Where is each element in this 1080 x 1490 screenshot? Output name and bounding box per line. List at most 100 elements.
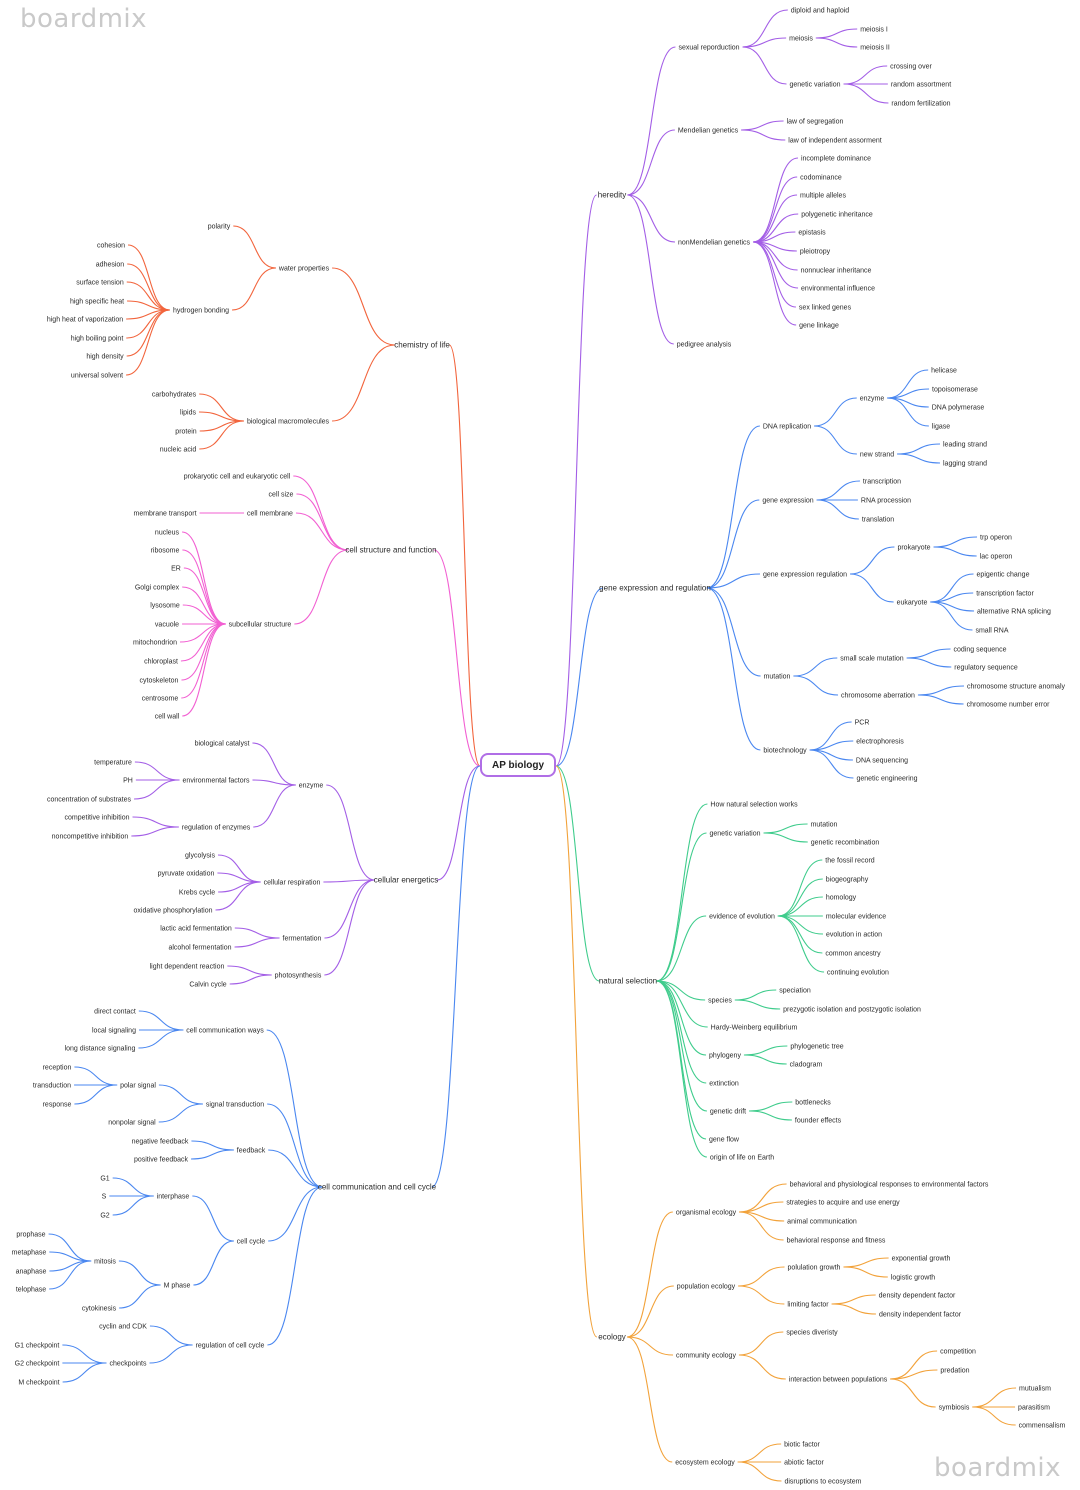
node-b1-1-2-7[interactable]: high density xyxy=(86,354,124,361)
node-b3-2-4[interactable]: oxidative phosphorylation xyxy=(134,908,213,915)
node-b6-5-4[interactable]: genetic engineering xyxy=(856,776,917,783)
node-b4-2-1[interactable]: polar signal xyxy=(120,1083,156,1090)
node-b6-4[interactable]: mutation xyxy=(764,674,791,681)
node-b8-3-1[interactable]: species diveristy xyxy=(786,1330,838,1337)
node-b4-1-1[interactable]: direct contact xyxy=(94,1009,136,1016)
node-b8-1-1[interactable]: behavioral and physiological responses t… xyxy=(790,1182,989,1189)
node-b8-1-3[interactable]: animal communication xyxy=(787,1219,857,1226)
node-b8-2-2-1[interactable]: density dependent factor xyxy=(879,1293,956,1300)
node-b1-2-1[interactable]: carbohydrates xyxy=(152,392,197,399)
node-b6-2-2[interactable]: RNA procession xyxy=(861,498,911,505)
node-b4-1-3[interactable]: long distance signaling xyxy=(65,1046,136,1053)
node-b7-3-4[interactable]: molecular evidence xyxy=(826,914,886,921)
node-b5-3-9[interactable]: sex linked genes xyxy=(799,305,852,312)
node-b6-1-2[interactable]: new strand xyxy=(860,452,894,459)
node-b3-3-2[interactable]: alcohol fermentation xyxy=(168,945,231,952)
node-b7-9[interactable]: gene flow xyxy=(709,1137,740,1144)
node-b4-2-1-2[interactable]: transduction xyxy=(33,1083,71,1090)
node-b6-1-1[interactable]: enzyme xyxy=(860,396,885,403)
node-b4-5[interactable]: regulation of cell cycle xyxy=(196,1343,265,1350)
node-b3-1-3[interactable]: regulation of enzymes xyxy=(182,825,251,832)
node-b4-3-2[interactable]: positive feedback xyxy=(134,1157,189,1164)
node-b2-1[interactable]: prokaryotic cell and eukaryotic cell xyxy=(184,474,291,481)
node-b1-2[interactable]: biological macromolecules xyxy=(247,419,330,426)
node-b2-4-11[interactable]: cell wall xyxy=(155,714,180,721)
node-b2-4-5[interactable]: lysosome xyxy=(150,603,180,610)
node-b5-2[interactable]: Mendelian genetics xyxy=(678,128,739,135)
node-b5-3-5[interactable]: epistasis xyxy=(798,230,826,237)
node-b2-4-6[interactable]: vacuole xyxy=(155,622,179,629)
node-b7-3-5[interactable]: evolution in action xyxy=(826,932,882,939)
node-b8-4-1[interactable]: biotic factor xyxy=(784,1442,820,1449)
node-b6-4-1-2[interactable]: regulatory sequence xyxy=(954,665,1018,672)
node-b6-4-1[interactable]: small scale mutation xyxy=(840,656,904,663)
node-b6-1-2-1[interactable]: leading strand xyxy=(943,442,987,449)
node-b3-1-2-2[interactable]: PH xyxy=(123,778,133,785)
node-b4-1-2[interactable]: local signaling xyxy=(92,1028,136,1035)
node-b3-2[interactable]: cellular respiration xyxy=(264,880,321,887)
node-b7-3-6[interactable]: common ancestry xyxy=(825,951,881,958)
node-b8-3-2-3-2[interactable]: parasitism xyxy=(1018,1405,1050,1412)
node-b8-1-4[interactable]: behavioral response and fitness xyxy=(787,1238,886,1245)
node-b5-1-2[interactable]: meiosis xyxy=(789,36,813,43)
node-b5-1-2-1[interactable]: meiosis I xyxy=(860,27,888,34)
node-b2-2[interactable]: cell size xyxy=(269,492,294,499)
node-b4-3-1[interactable]: negative feedback xyxy=(132,1139,189,1146)
node-b6-2-3[interactable]: translation xyxy=(862,517,894,524)
node-b1-1-2-3[interactable]: surface tension xyxy=(76,280,124,287)
node-b8-4-3[interactable]: disruptions to ecosystem xyxy=(784,1479,861,1486)
node-b7-6[interactable]: phylogeny xyxy=(709,1053,741,1060)
node-b5-3-8[interactable]: environmental influence xyxy=(801,286,875,293)
node-b7-3[interactable]: evidence of evolution xyxy=(709,914,775,921)
node-b6-5-3[interactable]: DNA sequencing xyxy=(856,758,908,765)
node-b6-2[interactable]: gene expression xyxy=(762,498,813,505)
node-b5-1-2-2[interactable]: meiosis II xyxy=(860,45,890,52)
node-b7-3-7[interactable]: continuing evolution xyxy=(827,970,889,977)
node-b4-4-1[interactable]: interphase xyxy=(157,1194,190,1201)
node-b2-4-4[interactable]: Golgi complex xyxy=(135,585,180,592)
node-b5-2-1[interactable]: law of segregation xyxy=(787,119,844,126)
node-b3-1-3-1[interactable]: competitive inhibition xyxy=(65,815,130,822)
node-b4-5-2-1[interactable]: G1 checkpoint xyxy=(15,1343,60,1350)
node-b8-1[interactable]: organismal ecology xyxy=(676,1210,737,1217)
node-b2-4-9[interactable]: cytoskeleton xyxy=(140,678,179,685)
node-b5-3-4[interactable]: polygenetic inheritance xyxy=(801,212,873,219)
node-b7-3-3[interactable]: homology xyxy=(826,895,857,902)
node-b7-3-2[interactable]: biogeography xyxy=(826,877,869,884)
node-b4-5-2-2[interactable]: G2 checkpoint xyxy=(15,1361,60,1368)
node-b1-2-3[interactable]: protein xyxy=(175,429,197,436)
node-b5-1-3-1[interactable]: crossing over xyxy=(890,64,932,71)
node-b7-10[interactable]: origin of life on Earth xyxy=(710,1155,774,1162)
node-b2-4-1[interactable]: nucleus xyxy=(155,530,180,537)
node-b3-1-2-1[interactable]: temperature xyxy=(94,760,132,767)
node-b3-4-1[interactable]: light dependent reaction xyxy=(150,964,225,971)
node-b1-1[interactable]: water properties xyxy=(278,266,330,273)
node-b5-3-2[interactable]: codominance xyxy=(800,175,842,182)
node-b2-4-8[interactable]: chloroplast xyxy=(144,659,178,666)
node-b3-3-1[interactable]: lactic acid fermentation xyxy=(160,926,232,933)
node-b6-5[interactable]: biotechnology xyxy=(763,748,807,755)
node-b7-8[interactable]: genetic drift xyxy=(710,1109,746,1116)
node-b5-2-2[interactable]: law of independent assorment xyxy=(788,138,881,145)
node-b1-1-2-2[interactable]: adhesion xyxy=(96,262,125,269)
node-b6-3-2-3[interactable]: alternative RNA splicing xyxy=(977,609,1051,616)
node-b7-2-1[interactable]: mutation xyxy=(811,822,838,829)
node-b5-3-3[interactable]: multiple alleles xyxy=(800,193,846,200)
node-b4-3[interactable]: feedback xyxy=(237,1148,266,1155)
node-b8-3-2[interactable]: interaction between populations xyxy=(789,1377,888,1384)
node-b6-1-1-4[interactable]: ligase xyxy=(932,424,950,431)
node-b4-2[interactable]: signal transduction xyxy=(206,1102,264,1109)
node-b8-3-2-3-3[interactable]: commensalism xyxy=(1019,1423,1066,1430)
node-b3-1-2[interactable]: environmental factors xyxy=(183,778,250,785)
node-b7-8-2[interactable]: founder effects xyxy=(795,1118,842,1125)
node-b8-2-1-1[interactable]: exponential growth xyxy=(892,1256,951,1263)
node-b4-4-2-1-4[interactable]: telophase xyxy=(16,1287,46,1294)
node-b2-3[interactable]: cell membrane xyxy=(247,511,293,518)
node-b6-1[interactable]: DNA replication xyxy=(763,424,811,431)
node-b3-2-3[interactable]: Krebs cycle xyxy=(179,890,215,897)
node-b8-3-2-3-1[interactable]: mutualism xyxy=(1019,1386,1051,1393)
node-b7-4-2[interactable]: prezygotic isolation and postzygotic iso… xyxy=(783,1007,921,1014)
node-b1-1-1[interactable]: polarity xyxy=(208,224,231,231)
node-b4-5-1[interactable]: cyclin and CDK xyxy=(99,1324,147,1331)
node-b1-1-2-4[interactable]: high specific heat xyxy=(70,299,124,306)
